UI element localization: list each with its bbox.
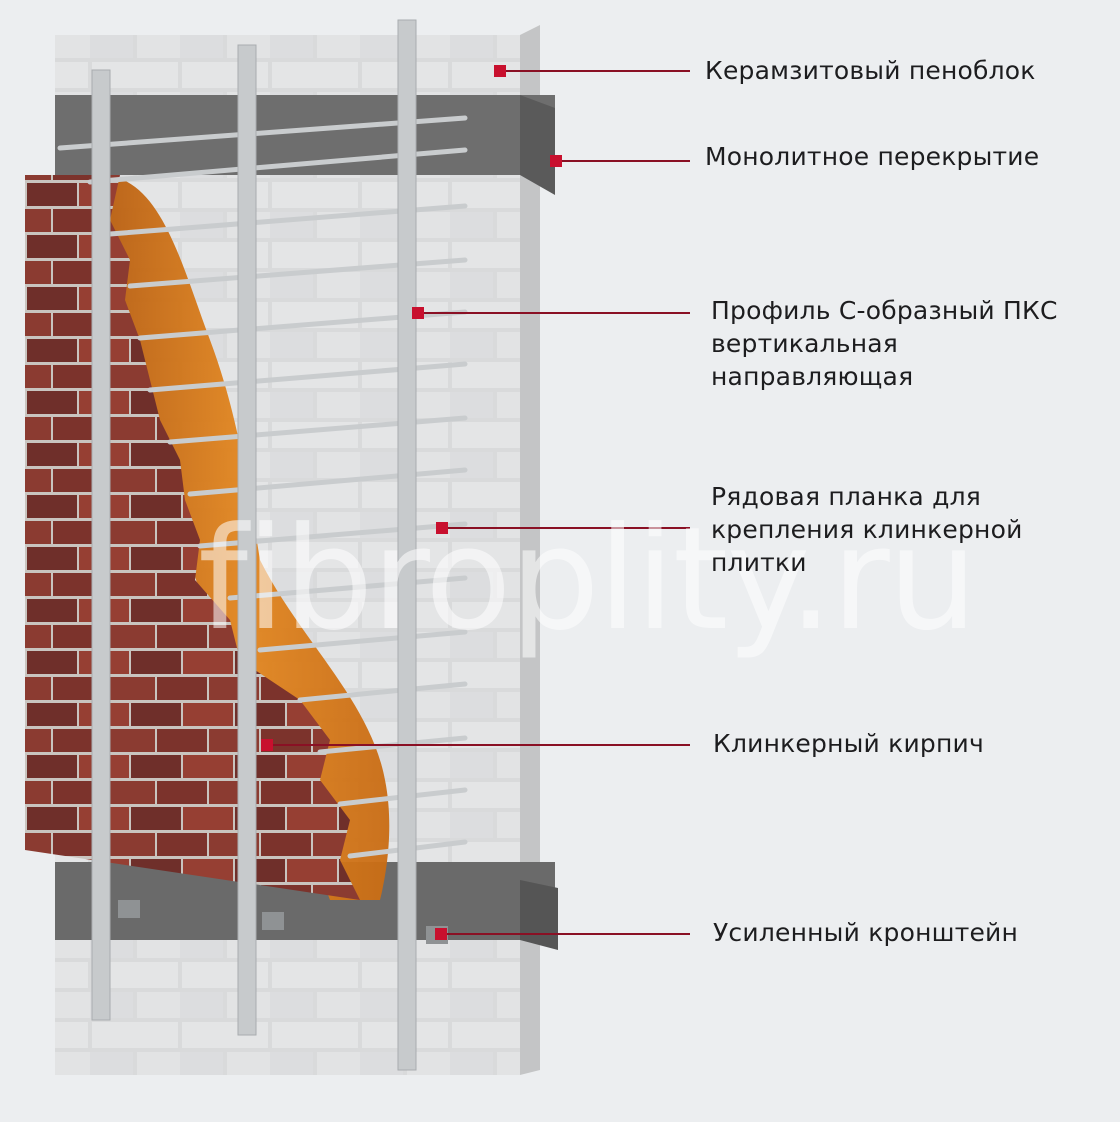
label-profile-line-2: вертикальная xyxy=(711,329,899,358)
watermark: fibroplity.ru xyxy=(198,497,978,662)
marker-planka xyxy=(436,522,448,534)
label-profile-line-3: направляющая xyxy=(711,362,914,391)
label-rail-line-2: крепления клинкерной xyxy=(711,515,1023,544)
callout-markers xyxy=(261,65,562,940)
label-rail-line-1: Рядовая планка для xyxy=(711,482,981,511)
label-profile-line-1: Профиль С-образный ПКС xyxy=(711,296,1058,325)
marker-profile xyxy=(412,307,424,319)
label-clinker-brick: Клинкерный кирпич xyxy=(713,729,984,758)
label-keramzit-block: Керамзитовый пеноблок xyxy=(705,56,1036,85)
leader-lines xyxy=(267,70,690,935)
marker-brick xyxy=(261,739,273,751)
label-monolithic-slab: Монолитное перекрытие xyxy=(705,142,1040,171)
label-rail: Рядовая планка для крепления клинкерной … xyxy=(711,480,1023,579)
label-profile: Профиль С-образный ПКС вертикальная напр… xyxy=(711,294,1058,393)
label-rail-line-3: плитки xyxy=(711,548,807,577)
marker-keramzit xyxy=(494,65,506,77)
marker-bracket xyxy=(435,928,447,940)
marker-monolit xyxy=(550,155,562,167)
vertical-profiles xyxy=(91,19,417,1071)
label-bracket: Усиленный кронштейн xyxy=(713,918,1019,947)
